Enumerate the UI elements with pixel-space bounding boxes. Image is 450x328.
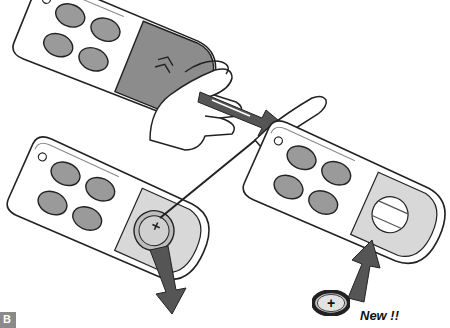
battery-circle: + — [312, 290, 350, 316]
remote-open — [4, 133, 221, 291]
remote-insert — [240, 117, 450, 275]
remove-arrow — [150, 246, 186, 314]
new-note: New !! — [360, 308, 399, 323]
insert-arrow — [348, 240, 380, 302]
polarity-sign: + — [327, 296, 335, 310]
figure-letter: B — [0, 312, 16, 328]
